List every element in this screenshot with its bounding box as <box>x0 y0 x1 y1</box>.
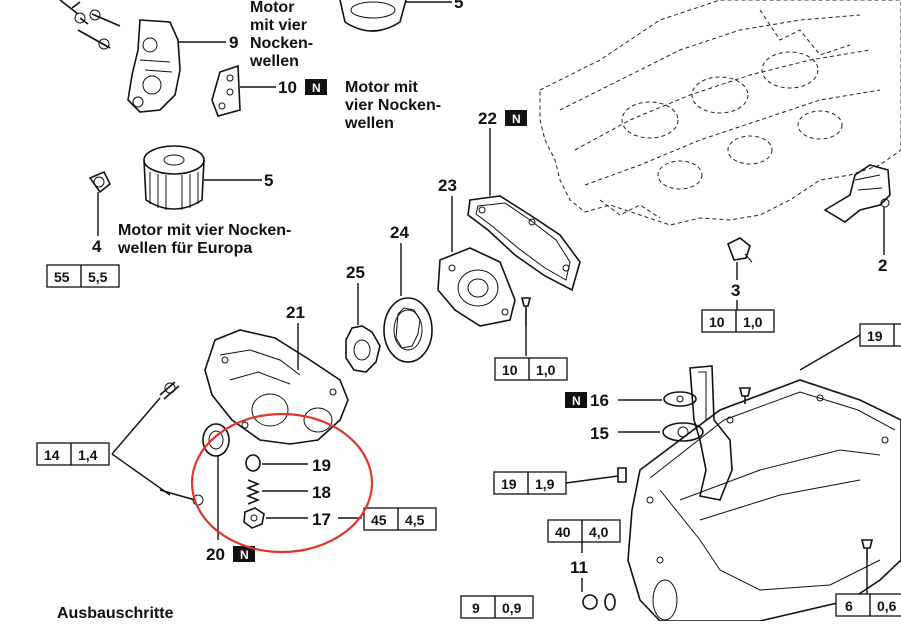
label-part-25: 25 <box>346 263 365 282</box>
gasket-part-16 <box>663 391 697 407</box>
n-badge-22-text: N <box>512 112 521 126</box>
svg-text:14: 14 <box>44 447 60 463</box>
svg-text:40: 40 <box>555 524 571 540</box>
screw-cover <box>520 297 532 326</box>
label-part-18: 18 <box>312 483 331 502</box>
label-part-16: 16 <box>590 391 609 410</box>
inner-rotor-part-25 <box>345 325 381 373</box>
label-part-15: 15 <box>590 424 609 443</box>
caption-top-left-4: wellen <box>249 53 299 70</box>
engine-block-illustration <box>539 0 901 226</box>
n-badge-10 <box>305 79 327 95</box>
gasket-part-15 <box>662 422 704 442</box>
case-bolt-upper <box>159 381 180 400</box>
pan-bolt-19 <box>617 467 627 483</box>
svg-text:9: 9 <box>472 600 480 616</box>
gasket-part-22 <box>467 195 581 292</box>
n-badge-16 <box>565 392 587 408</box>
svg-text:19: 19 <box>867 328 883 344</box>
torque-box-4: 55 5,5 <box>46 264 120 288</box>
n-badge-16-text: N <box>572 394 581 408</box>
svg-text:4,0: 4,0 <box>589 524 609 540</box>
footer-caption: Ausbauschritte <box>57 605 174 621</box>
torque-box-9: 9 0,9 <box>460 595 534 619</box>
torque-box-6: 6 0,6 <box>835 593 901 617</box>
label-part-19: 19 <box>312 456 331 475</box>
label-part-20: 20 <box>206 545 225 564</box>
oil-strainer <box>689 365 733 501</box>
bolt-top-1 <box>59 0 89 25</box>
n-badge-22 <box>505 110 527 126</box>
cover-part-23 <box>437 247 516 327</box>
svg-text:1,0: 1,0 <box>536 362 556 378</box>
torque-box-10-mid: 10 1,0 <box>494 357 568 381</box>
gasket-part-10 <box>211 64 241 117</box>
highlight-circle <box>190 412 374 554</box>
oil-seal-part-20 <box>202 423 230 457</box>
caption-top-left-3: Nocken- <box>250 35 313 52</box>
svg-text:10: 10 <box>709 314 725 330</box>
sensor-part-3 <box>726 237 753 263</box>
caption-top-mid-1: Motor mit <box>345 79 419 96</box>
svg-text:0,9: 0,9 <box>502 600 522 616</box>
label-part-11: 11 <box>570 558 588 577</box>
svg-text:45: 45 <box>371 512 387 528</box>
oil-filter-top <box>339 0 407 32</box>
label-part-2: 2 <box>878 256 887 275</box>
torque-box-19: 19 1,9 <box>493 471 567 495</box>
svg-text:1,0: 1,0 <box>743 314 763 330</box>
torque-box-45: 45 4,5 <box>363 507 437 531</box>
label-part-24: 24 <box>390 223 409 242</box>
label-part-22: 22 <box>478 109 497 128</box>
caption-top-left-1: Motor <box>250 0 294 16</box>
n-badge-20-text: N <box>240 548 249 562</box>
label-part-3: 3 <box>731 281 740 300</box>
torque-box-14: 14 1,4 <box>36 442 110 466</box>
caption-filter-2: wellen für Europa <box>117 240 252 257</box>
pan-bolt-6 <box>860 539 874 560</box>
svg-text:6: 6 <box>845 598 853 614</box>
label-part-23: 23 <box>438 176 457 195</box>
svg-text:1,9: 1,9 <box>535 476 555 492</box>
plug-part-4 <box>88 170 112 194</box>
outer-rotor-part-24 <box>383 297 433 363</box>
oil-filter-part-5 <box>143 145 205 210</box>
caption-filter-1: Motor mit vier Nocken- <box>118 222 291 239</box>
n-badge-10-text: N <box>312 81 321 95</box>
torque-box-40: 40 4,0 <box>547 519 621 543</box>
label-part-21: 21 <box>286 303 305 322</box>
label-part-4: 4 <box>92 237 102 256</box>
oil-pan <box>627 379 901 622</box>
label-part-10: 10 <box>278 78 297 97</box>
bolt-top-2 <box>89 9 121 27</box>
caption-top-mid-3: wellen <box>344 115 394 132</box>
svg-text:4,5: 4,5 <box>405 512 425 528</box>
bolt-top-3 <box>77 29 111 50</box>
plug-part-17 <box>243 507 265 529</box>
svg-text:1,4: 1,4 <box>78 447 98 463</box>
svg-text:5,5: 5,5 <box>88 269 108 285</box>
n-badge-20 <box>233 546 255 562</box>
spring-part-18 <box>245 479 261 505</box>
torque-box-19-right: 19 <box>859 323 901 347</box>
svg-text:0,6: 0,6 <box>877 598 897 614</box>
caption-top-mid-2: vier Nocken- <box>345 97 441 114</box>
filter-bracket-part-9 <box>127 19 181 113</box>
label-part-5: 5 <box>264 171 273 190</box>
svg-text:55: 55 <box>54 269 70 285</box>
label-part-9: 9 <box>229 33 238 52</box>
label-part-17: 17 <box>312 510 331 529</box>
label-part-5-top: 5 <box>454 0 463 12</box>
torque-box-3: 10 1,0 <box>701 309 775 333</box>
strainer-bolt <box>738 387 752 404</box>
svg-text:10: 10 <box>502 362 518 378</box>
front-case-part-21 <box>204 329 349 445</box>
drain-plug-part-11 <box>582 593 616 611</box>
svg-text:19: 19 <box>501 476 517 492</box>
caption-top-left-2: mit vier <box>250 17 307 34</box>
bracket-part-2 <box>823 164 891 223</box>
plunger-part-19 <box>245 454 261 472</box>
